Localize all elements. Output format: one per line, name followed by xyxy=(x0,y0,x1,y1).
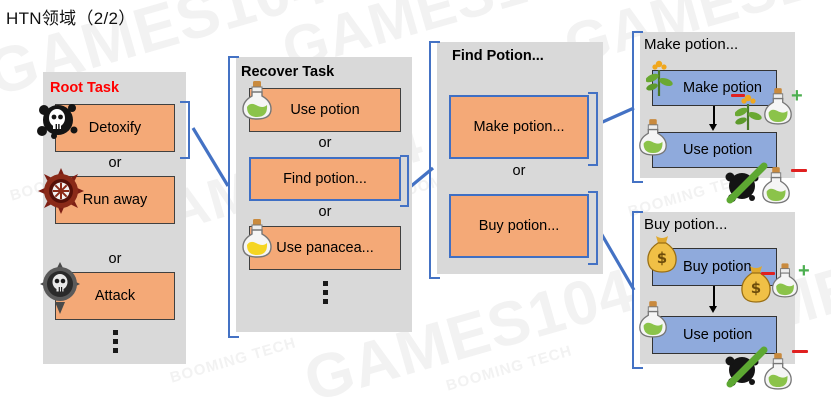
task-label: Buy potion xyxy=(683,259,752,275)
primitive-box-make-potion[interactable]: Make potion xyxy=(652,70,777,106)
task-box-find-potion[interactable]: Find potion... xyxy=(249,157,401,201)
task-label: Use potion xyxy=(683,327,753,343)
plus-sign-buy-output: + xyxy=(798,260,810,282)
task-label: Run away xyxy=(82,192,148,208)
panel-title-find-potion: Find Potion... xyxy=(452,48,544,64)
task-box-run-away[interactable]: Run away xyxy=(55,176,175,224)
watermark: BOOMING TECH xyxy=(168,334,299,387)
bracket-left-make-potion-method xyxy=(632,31,643,183)
panel-title-root-task: Root Task xyxy=(50,80,120,96)
panel-title-recover-task: Recover Task xyxy=(241,64,335,80)
or-separator: or xyxy=(318,204,332,220)
minus-sign-use-potion-buy xyxy=(792,350,808,353)
or-separator: or xyxy=(512,163,526,179)
primitive-box-use-potion-make[interactable]: Use potion xyxy=(652,132,777,168)
flow-arrow-head xyxy=(709,124,717,131)
task-label: Attack xyxy=(94,288,136,304)
task-label: Buy potion... xyxy=(478,218,560,234)
page-title: HTN领域（2/2） xyxy=(6,9,136,28)
task-label: Detoxify xyxy=(88,120,142,136)
minus-sign-make-input xyxy=(731,94,745,97)
or-separator: or xyxy=(108,155,122,171)
or-separator: or xyxy=(318,135,332,151)
task-label: Use potion xyxy=(290,102,360,118)
watermark: BOOMING TECH xyxy=(444,342,575,395)
bracket-left-buy-potion-method xyxy=(632,211,643,369)
plus-sign-make-output: + xyxy=(791,85,803,107)
task-label: Make potion... xyxy=(473,119,565,135)
task-box-use-potion[interactable]: Use potion xyxy=(249,88,401,132)
or-separator: or xyxy=(108,251,122,267)
task-label: Use panacea... xyxy=(276,240,374,256)
task-box-buy-potion[interactable]: Buy potion... xyxy=(449,194,589,258)
primitive-box-use-potion-buy[interactable]: Use potion xyxy=(652,316,777,354)
panel-title-make-potion-method: Make potion... xyxy=(644,36,739,53)
bracket-right-find-potion xyxy=(400,155,409,207)
bracket-left-find-potion xyxy=(429,41,440,279)
bracket-right-detoxify xyxy=(180,101,190,159)
primitive-box-buy-potion[interactable]: Buy potion xyxy=(652,248,777,286)
flow-arrow-head xyxy=(709,306,717,313)
task-label: Make potion xyxy=(683,80,762,96)
task-box-attack[interactable]: Attack xyxy=(55,272,175,320)
minus-sign-use-potion-make xyxy=(791,169,807,172)
ellipsis-vertical xyxy=(249,277,401,304)
bracket-left-recover-task xyxy=(228,56,239,338)
flow-arrow-line xyxy=(713,286,715,308)
ellipsis-vertical xyxy=(55,326,175,353)
task-box-detoxify[interactable]: Detoxify xyxy=(55,104,175,152)
bracket-right-make-potion xyxy=(588,92,598,166)
task-box-make-potion[interactable]: Make potion... xyxy=(449,95,589,159)
bracket-right-buy-potion xyxy=(588,191,598,265)
panel-title-buy-potion-method: Buy potion... xyxy=(644,216,728,233)
task-box-use-panacea[interactable]: Use panacea... xyxy=(249,226,401,270)
task-label: Find potion... xyxy=(283,171,367,187)
flow-arrow-line xyxy=(713,106,715,126)
minus-sign-buy-input xyxy=(761,272,775,275)
task-label: Use potion xyxy=(683,142,753,158)
